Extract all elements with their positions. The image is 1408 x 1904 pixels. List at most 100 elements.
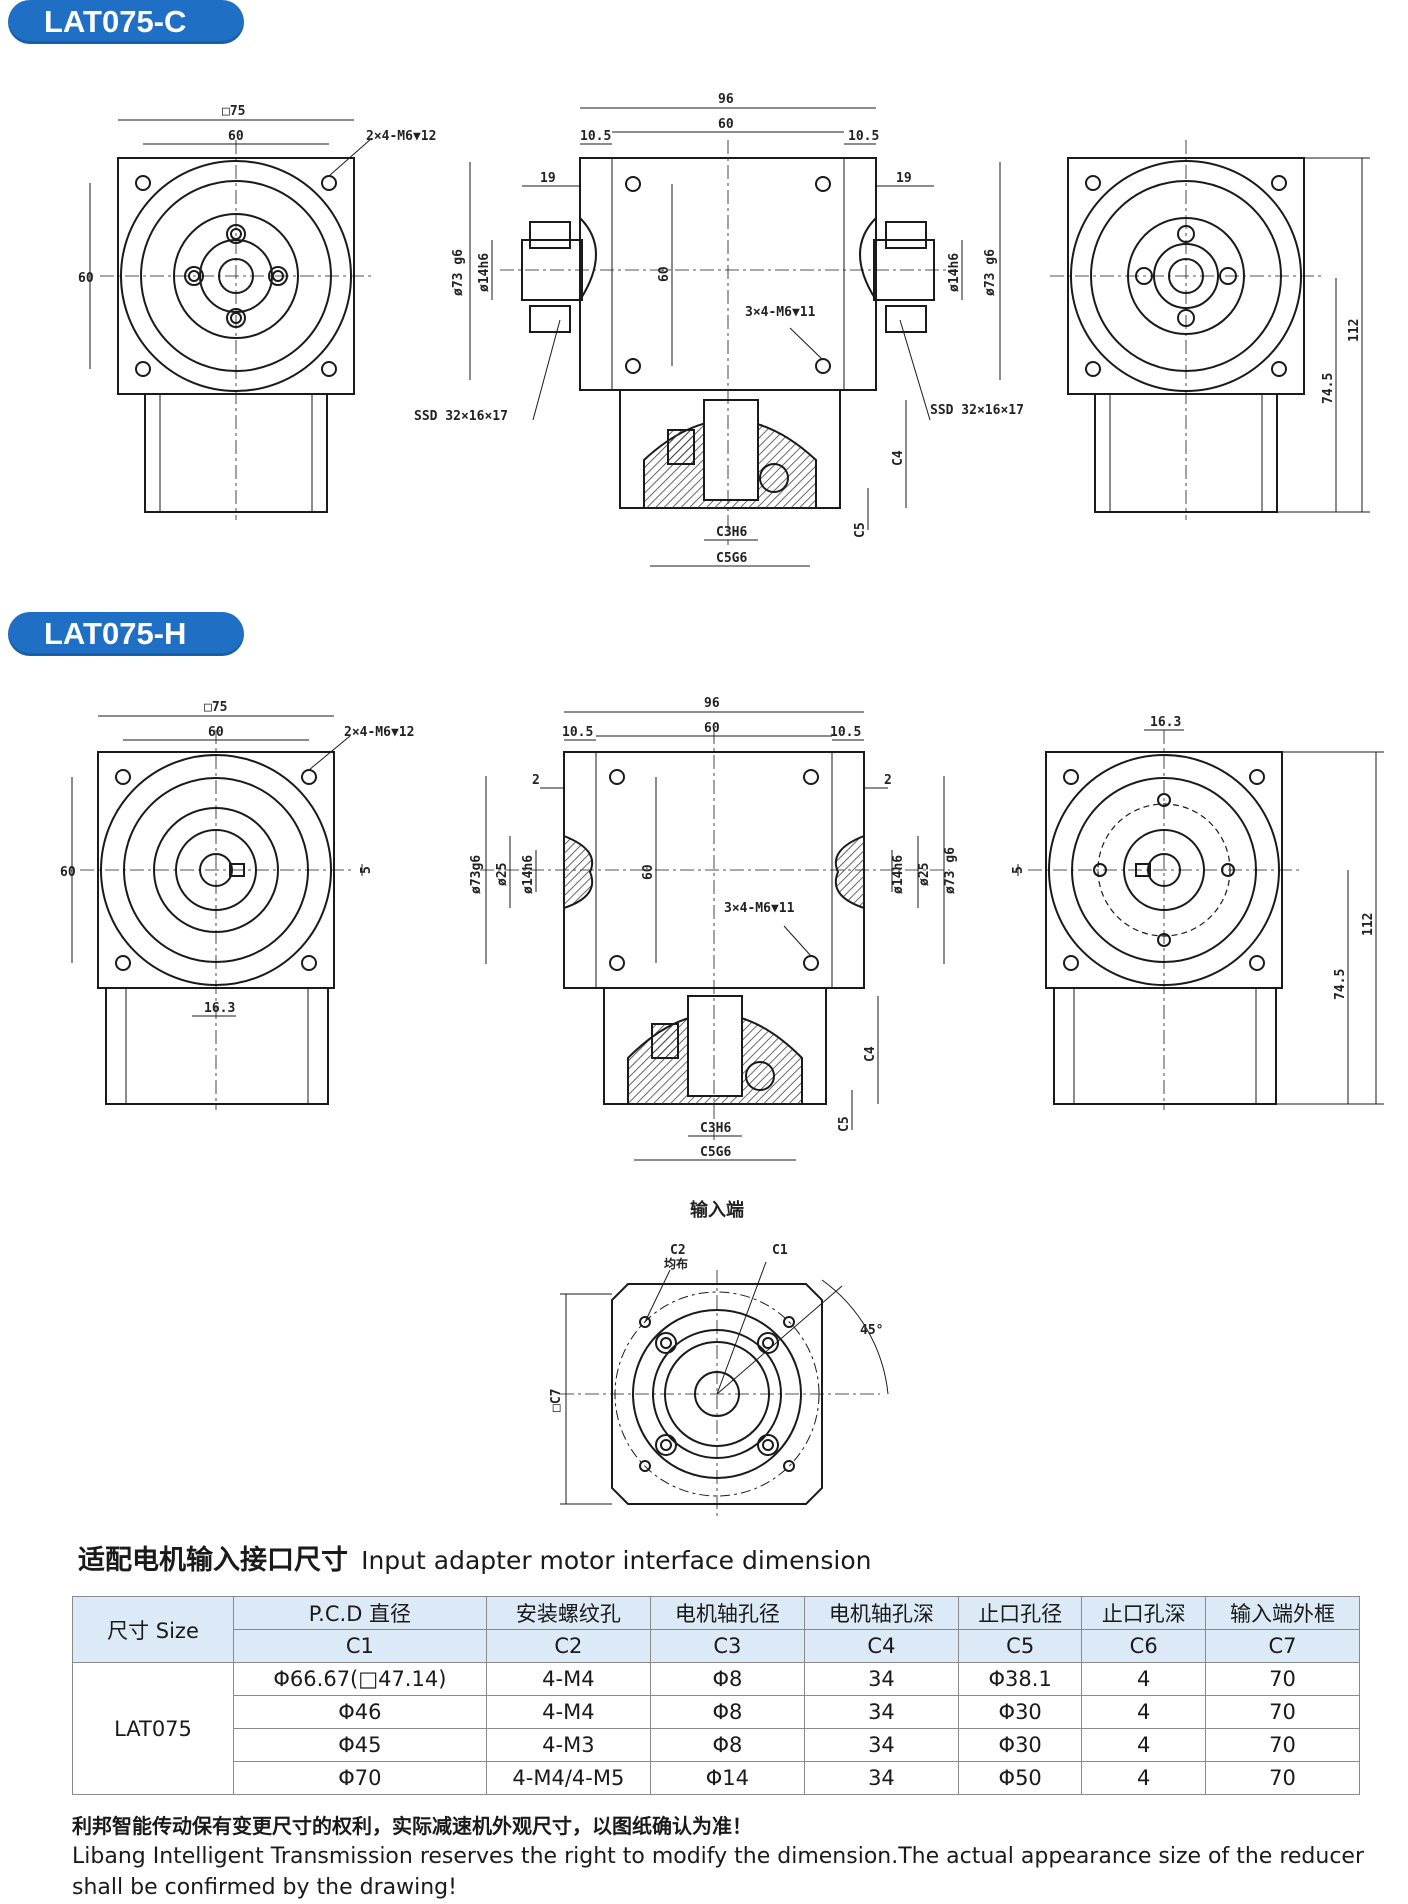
size-cell: LAT075	[72, 1662, 234, 1795]
h-side-gap-r: 2	[884, 773, 892, 788]
header-code-c7: C7	[1204, 1629, 1361, 1663]
c-side-flange-r: 10.5	[848, 129, 879, 144]
header-thread: 安装螺纹孔	[485, 1596, 651, 1630]
table-cell: Φ66.67(□47.14)	[233, 1662, 487, 1696]
h-rear-h112: 112	[1361, 913, 1376, 936]
h-side-c5: C5	[837, 1116, 852, 1132]
header-shaft-dia: 电机轴孔径	[649, 1596, 805, 1630]
table-cell: 34	[803, 1662, 959, 1696]
header-code-c2: C2	[485, 1629, 651, 1663]
header-code-c6: C6	[1081, 1629, 1206, 1663]
c-front-pcd: 60	[228, 129, 244, 144]
header-shaft-depth: 电机轴孔深	[803, 1596, 959, 1630]
table-row: Φ46 4-M4 Φ8 34 Φ30 4 70	[73, 1695, 1361, 1729]
input-end-title: 输入端	[690, 1199, 744, 1221]
table-cell: 70	[1204, 1695, 1361, 1729]
input-c2: C2	[670, 1243, 686, 1258]
input-c7: □C7	[549, 1389, 564, 1412]
section-badge-lat075-h: LAT075-H	[8, 612, 244, 656]
c-side-shaft-dia-r: ø14h6	[947, 253, 962, 292]
table-cell: 34	[803, 1695, 959, 1729]
h-rear-key: 5	[1011, 866, 1026, 874]
table-cell: Φ70	[233, 1761, 487, 1795]
h-front-offset: 16.3	[204, 1001, 235, 1016]
table-cell: Φ8	[649, 1728, 805, 1762]
table-cell: 34	[803, 1761, 959, 1795]
h-front-key: 5	[359, 866, 374, 874]
h-front-pcd: 60	[208, 725, 224, 740]
c-front-side: 60	[78, 271, 94, 286]
c-side-key-l: SSD 32×16×17	[414, 409, 508, 424]
table-cell: Φ50	[957, 1761, 1083, 1795]
h-front-view	[71, 715, 363, 1110]
c-side-height: 60	[657, 266, 672, 282]
section-title-zh: 适配电机输入接口尺寸	[78, 1545, 348, 1576]
h-side-flange-l: 10.5	[562, 725, 593, 740]
c-side-key-r: SSD 32×16×17	[930, 403, 1024, 418]
header-spigot-dia: 止口孔径	[957, 1596, 1083, 1630]
table-cell: Φ30	[957, 1728, 1083, 1762]
c-front-holes: 2×4-M6▼12	[366, 129, 436, 144]
c-side-c5g6: C5G6	[716, 551, 747, 566]
header-code-c4: C4	[803, 1629, 959, 1663]
c-side-bore-l: ø73 g6	[451, 249, 466, 296]
c-rear-view	[1050, 140, 1370, 520]
table-cell: Φ38.1	[957, 1662, 1083, 1696]
c-side-shaft-l: 19	[540, 171, 556, 186]
table-row: Φ70 4-M4/4-M5 Φ14 34 Φ50 4 70	[73, 1761, 1361, 1795]
h-front-sq: □75	[204, 700, 227, 715]
disclaimer-zh: 利邦智能传动保有变更尺寸的权利，实际减速机外观尺寸，以图纸确认为准！	[72, 1814, 752, 1838]
header-code-c3: C3	[649, 1629, 805, 1663]
h-side-recess-r: ø25	[917, 863, 932, 886]
table-cell: 4	[1081, 1761, 1206, 1795]
h-side-shaft-dia-r: ø14h6	[891, 855, 906, 894]
h-side-width: 96	[704, 696, 720, 711]
c-side-shaft-dia-l: ø14h6	[477, 253, 492, 292]
table-cell: 4-M4/4-M5	[485, 1761, 651, 1795]
h-rear-view	[1017, 729, 1384, 1110]
input-angle: 45°	[860, 1323, 883, 1338]
table-cell: 70	[1204, 1761, 1361, 1795]
table-cell: Φ8	[649, 1662, 805, 1696]
h-side-height: 60	[641, 864, 656, 880]
table-cell: Φ8	[649, 1695, 805, 1729]
h-side-holes: 3×4-M6▼11	[724, 901, 795, 916]
c-side-shaft-r: 19	[896, 171, 912, 186]
table-cell: 70	[1204, 1662, 1361, 1696]
h-side-flange-r: 10.5	[830, 725, 861, 740]
input-end-view	[560, 1261, 889, 1518]
table-cell: 4-M4	[485, 1695, 651, 1729]
h-side-c3h6: C3H6	[700, 1121, 731, 1136]
c-side-bore-r: ø73 g6	[983, 249, 998, 296]
h-side-gap-l: 2	[532, 773, 540, 788]
interface-dimension-table: 尺寸 Size P.C.D 直径 安装螺纹孔 电机轴孔径 电机轴孔深 止口孔径 …	[72, 1596, 1361, 1795]
table-cell: 4	[1081, 1695, 1206, 1729]
h-side-inner: 60	[704, 721, 720, 736]
h-front-holes: 2×4-M6▼12	[344, 725, 414, 740]
input-c1: C1	[772, 1243, 788, 1258]
c-front-view	[89, 119, 373, 520]
section-title: 适配电机输入接口尺寸 Input adapter motor interface…	[78, 1538, 871, 1577]
table-cell: Φ45	[233, 1728, 487, 1762]
h-side-c5g6: C5G6	[700, 1145, 731, 1160]
table-cell: 4	[1081, 1728, 1206, 1762]
c-side-c5: C5	[853, 522, 868, 538]
h-side-view	[480, 711, 950, 1161]
c-side-inner: 60	[718, 117, 734, 132]
section-badge-lat075-c: LAT075-C	[8, 0, 244, 44]
h-side-bore-r: ø73 g6	[943, 847, 958, 894]
table-cell: 34	[803, 1728, 959, 1762]
table-cell: 70	[1204, 1728, 1361, 1762]
table-cell: Φ30	[957, 1695, 1083, 1729]
h-side-bore: ø73g6	[469, 855, 484, 894]
header-frame: 输入端外框	[1204, 1596, 1361, 1630]
table-cell: Φ14	[649, 1761, 805, 1795]
h-side-shaft-dia-l: ø14h6	[521, 855, 536, 894]
h-rear-offset: 16.3	[1150, 715, 1181, 730]
table-row: Φ45 4-M3 Φ8 34 Φ30 4 70	[73, 1728, 1361, 1762]
table-cell: 4	[1081, 1662, 1206, 1696]
c-rear-h112: 112	[1347, 319, 1362, 342]
table-cell: 4-M3	[485, 1728, 651, 1762]
h-side-recess: ø25	[495, 863, 510, 886]
technical-drawings: □75 60 2×4-M6▼12 60	[60, 92, 1384, 1518]
